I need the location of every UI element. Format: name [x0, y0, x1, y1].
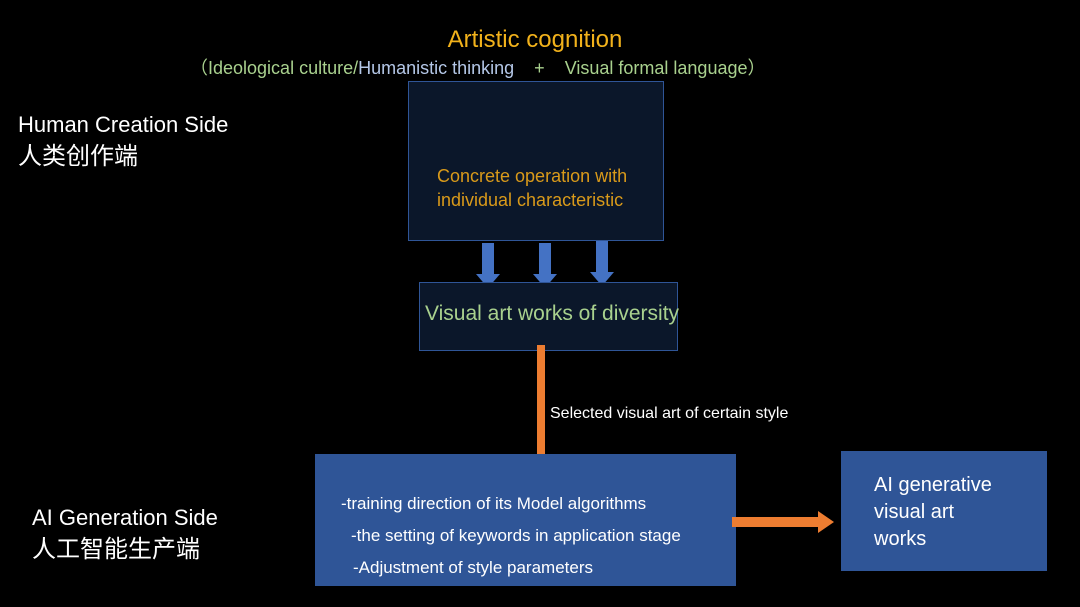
ai-side-zh: 人工智能生产端	[32, 536, 200, 563]
output-box: AI generative visual art works	[841, 451, 1047, 571]
down-arrows	[476, 241, 614, 288]
training-line: -training direction of its Model algorit…	[341, 494, 647, 513]
orange-down-arrow-icon	[532, 345, 550, 471]
ai-side-en: AI Generation Side	[32, 505, 218, 530]
operation-line-1: Concrete operation with	[437, 166, 628, 186]
diagram-subtitle: （Ideological culture/Humanistic thinking…	[190, 54, 766, 80]
operation-box: Concrete operation with individual chara…	[408, 81, 664, 241]
output-line: AI generative	[874, 474, 992, 496]
human-side-zh: 人类创作端	[18, 143, 138, 170]
diversity-box: Visual art works of diversity	[419, 282, 680, 351]
diversity-text: Visual art works of diversity	[425, 302, 680, 325]
ai-side-label: AI Generation Side 人工智能生产端	[32, 504, 218, 564]
down-arrow-icon	[476, 243, 500, 288]
subtitle-humanistic: Humanistic thinking	[358, 58, 515, 78]
arrow-label: Selected visual art of certain style	[550, 405, 789, 422]
output-line: visual art	[874, 501, 955, 523]
down-arrow-icon	[533, 243, 557, 288]
human-side-label: Human Creation Side 人类创作端	[18, 111, 228, 171]
human-side-en: Human Creation Side	[18, 112, 229, 137]
training-box: -training direction of its Model algorit…	[315, 454, 736, 586]
operation-line-2: individual characteristic	[437, 190, 624, 210]
subtitle-plus: +	[514, 58, 565, 78]
orange-right-arrow-icon	[732, 511, 834, 533]
subtitle-ideological: （Ideological culture/	[190, 58, 359, 78]
diagram-title: Artistic cognition	[447, 26, 623, 53]
training-line: -the setting of keywords in application …	[351, 526, 681, 545]
output-line: works	[874, 528, 927, 550]
training-line: -Adjustment of style parameters	[353, 558, 593, 577]
subtitle-visual: Visual formal language）	[564, 58, 766, 78]
down-arrow-icon	[590, 241, 614, 286]
